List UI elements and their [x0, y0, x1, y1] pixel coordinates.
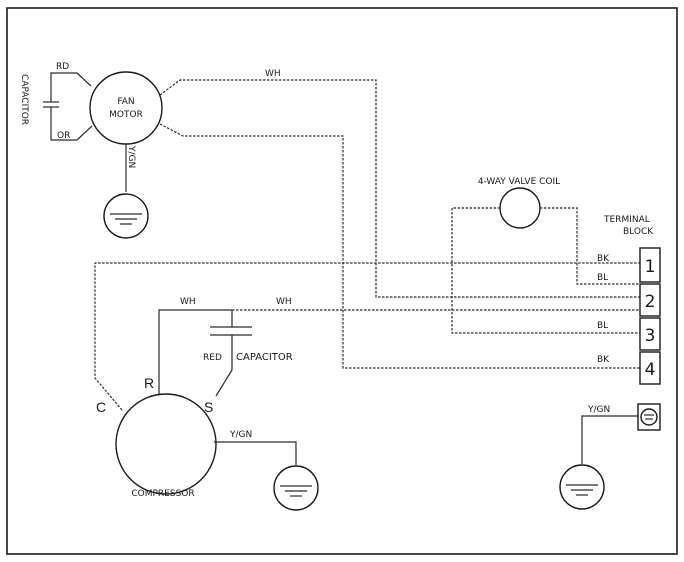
wire-run-cap-to-s: [215, 369, 233, 397]
terminal-3-wire-bl-label: BL: [597, 321, 608, 331]
terminal-2-box: [639, 283, 661, 317]
valve-coil: 4-WAY VALVE COIL: [451, 177, 640, 334]
valve-coil-wire-left: [451, 207, 640, 334]
compressor-pin-s: S: [204, 399, 213, 415]
compressor-pin-r: R: [144, 375, 154, 391]
terminal-3-box: [639, 317, 661, 351]
terminal-4-wire-bk-label: BK: [597, 355, 610, 365]
fan-ground: Y/GN: [103, 144, 149, 239]
terminal-2-number: 2: [645, 292, 656, 312]
fan-motor-label-line1: FAN: [117, 97, 134, 107]
run-capacitor: RED CAPACITOR: [203, 310, 293, 397]
terminal-3-number: 3: [645, 326, 656, 346]
chassis-ground: Y/GN: [559, 403, 661, 510]
chassis-ground-wire: [581, 415, 638, 464]
terminal-1-wire-bk-label: BK: [597, 254, 610, 264]
compressor-pin-c: C: [96, 399, 106, 415]
terminal-4-box: [639, 351, 661, 385]
fan-cap-rd-label: RD: [56, 62, 69, 72]
valve-coil-circle: [499, 187, 541, 229]
compressor-circle: [115, 393, 217, 495]
wire-comp-c-to-t1: [94, 262, 640, 411]
diagram-frame: [6, 7, 678, 555]
chassis-ground-wire-label: Y/GN: [587, 405, 610, 415]
fan-ground-circle: [103, 193, 149, 239]
fan-ground-wire-label: Y/GN: [126, 145, 136, 168]
wire-comp-wh-left-label: WH: [180, 297, 196, 307]
valve-coil-label: 4-WAY VALVE COIL: [478, 177, 560, 187]
terminal-1-box: [639, 247, 661, 283]
fan-motor-label-line2: MOTOR: [109, 110, 143, 120]
wire-fan-wh-label: WH: [265, 69, 281, 79]
fan-cap-wire-rd: [50, 72, 92, 102]
comp-ground-wire-label: Y/GN: [229, 430, 252, 440]
terminal-block: TERMINAL BLOCK 1 2 3 4 BK BL BL BK: [597, 215, 661, 385]
wire-fan-to-t4: [159, 123, 640, 369]
compressor-ground: Y/GN: [214, 430, 319, 511]
compressor: COMPRESSOR C R S: [96, 375, 217, 499]
fan-motor: FAN MOTOR: [89, 71, 163, 145]
comp-ground-circle: [273, 465, 319, 511]
valve-coil-wire-right: [540, 207, 640, 285]
fan-cap-wire-or: [50, 107, 93, 141]
wire-comp-wh-right-label: WH: [276, 297, 292, 307]
wire-fan-wh-to-t2: [159, 79, 640, 298]
wire-comp-r: [158, 309, 232, 396]
fan-cap-label: CAPACITOR: [19, 74, 29, 125]
fan-cap-or-label: OR: [57, 131, 70, 141]
ground-screw-icon: [640, 408, 658, 426]
fan-motor-circle: [89, 71, 163, 145]
fan-capacitor: RD OR CAPACITOR: [19, 62, 93, 141]
compressor-label: COMPRESSOR: [131, 489, 194, 499]
terminal-1-wire-bl-label: BL: [597, 273, 608, 283]
terminal-1-number: 1: [645, 257, 656, 277]
terminal-block-title-line2: BLOCK: [623, 227, 654, 237]
run-cap-wire-label: RED: [203, 353, 222, 363]
comp-ground-wire: [214, 441, 297, 465]
terminal-4-number: 4: [645, 360, 656, 380]
run-cap-label: CAPACITOR: [236, 352, 293, 363]
terminal-block-title-line1: TERMINAL: [603, 215, 650, 225]
chassis-ground-circle: [559, 464, 605, 510]
